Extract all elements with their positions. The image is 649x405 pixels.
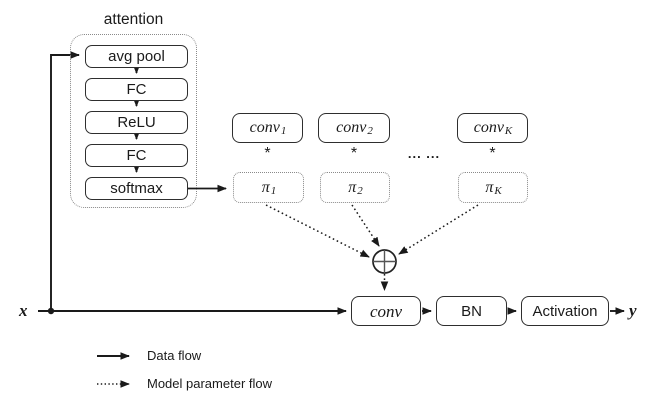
conv-label: conv — [369, 301, 403, 321]
asterisk-2: * — [350, 145, 358, 162]
convK-label: conv — [473, 119, 504, 136]
activation-label: Activation — [532, 302, 598, 320]
piK-label: π — [485, 178, 494, 196]
conv1-label: conv — [249, 119, 280, 136]
pi2-label: π — [348, 178, 357, 196]
bn-box: BN — [436, 296, 507, 326]
attention-container — [70, 34, 197, 208]
layer-avg-pool: avg pool — [85, 45, 188, 68]
input-label: x — [19, 301, 28, 320]
pi2-to-sum-arrow — [351, 204, 380, 247]
conv2-label: conv — [336, 119, 367, 136]
ellipsis: ... ... — [407, 146, 441, 161]
layer-softmax: softmax — [85, 177, 188, 200]
layer-fc-1-label: FC — [126, 81, 147, 98]
legend-data-flow-label: Data flow — [147, 348, 202, 363]
layer-fc-2: FC — [85, 144, 188, 167]
layer-softmax-label: softmax — [110, 180, 163, 197]
layer-fc-1: FC — [85, 78, 188, 101]
layer-relu: ReLU — [85, 111, 188, 134]
asterisk-1: * — [264, 145, 271, 162]
layer-fc-2-label: FC — [126, 147, 147, 164]
layer-avg-pool-label: avg pool — [108, 48, 165, 65]
sum-icon — [372, 249, 397, 274]
conv-box: conv — [351, 296, 421, 326]
layer-relu-label: ReLU — [117, 114, 156, 131]
piK-to-sum-arrow — [398, 204, 479, 255]
legend-param-flow-label: Model parameter flow — [147, 376, 272, 391]
activation-box: Activation — [521, 296, 609, 326]
pi1-to-sum-arrow — [265, 204, 370, 258]
bn-label: BN — [461, 302, 482, 320]
pi1-label: π — [261, 178, 270, 196]
attention-title: attention — [103, 11, 164, 28]
parameter-flow-arrows — [265, 204, 479, 291]
output-label: y — [629, 301, 637, 320]
asterisk-K: * — [489, 145, 496, 162]
